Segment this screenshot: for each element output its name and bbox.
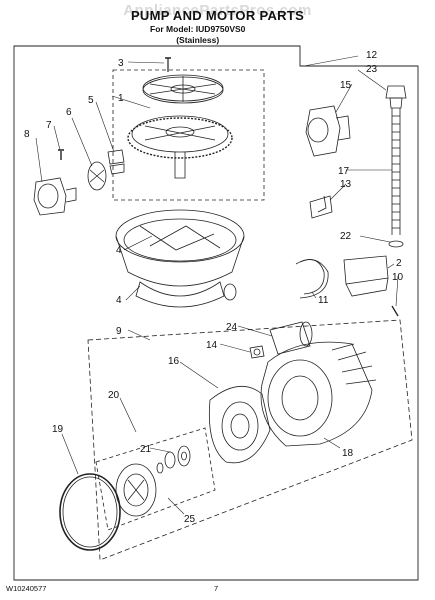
callout-22: 22 (340, 231, 352, 242)
document-code: W10240577 (6, 584, 47, 593)
small-screw-part (58, 149, 64, 160)
callout-4-lower: 4 (116, 295, 122, 306)
chopper-part (87, 161, 107, 191)
callout-14: 14 (206, 340, 218, 351)
callout-23: 23 (366, 64, 378, 75)
cover-bracket-part (343, 255, 389, 297)
model-subtitle: For Model: IUD9750VS0 (Stainless) (150, 24, 245, 46)
callout-8: 8 (24, 129, 30, 140)
bearing-part (164, 445, 191, 469)
callout-25: 25 (184, 514, 196, 525)
filter-cover-part (142, 74, 224, 104)
bracket-part (309, 195, 333, 219)
finish-line: (Stainless) (176, 35, 220, 45)
motor-dashed-box (87, 319, 413, 561)
callout-15: 15 (340, 80, 352, 91)
callout-24: 24 (226, 322, 238, 333)
callout-9: 9 (116, 326, 122, 337)
callout-16: 16 (168, 356, 180, 367)
washer-part (156, 462, 164, 474)
gear-filter-part (127, 115, 233, 179)
hose-fitting-part (385, 85, 407, 109)
leader-lines (35, 55, 399, 515)
callout-12: 12 (366, 50, 378, 61)
callout-4: 4 (116, 245, 122, 256)
callout-10: 10 (392, 272, 404, 283)
callout-20: 20 (108, 390, 120, 401)
seal-ring-part (295, 259, 329, 299)
model-line: For Model: IUD9750VS0 (150, 24, 246, 34)
callout-2: 2 (396, 258, 402, 269)
bracket-screw-part (391, 305, 399, 317)
pump-housing-part (209, 386, 271, 464)
nut-part (249, 345, 265, 359)
callout-17: 17 (338, 166, 350, 177)
gasket-ring-part (59, 473, 121, 551)
callout-21: 21 (140, 444, 152, 455)
callout-5: 5 (88, 95, 94, 106)
callout-19: 19 (52, 424, 64, 435)
callout-18: 18 (342, 448, 354, 459)
drain-pump-part (305, 105, 351, 157)
clamp-ring-part (388, 240, 404, 248)
callout-7: 7 (46, 120, 52, 131)
callout-11: 11 (318, 295, 329, 306)
callout-6: 6 (66, 107, 72, 118)
capacitor-part (269, 321, 313, 355)
outer-frame (13, 45, 419, 581)
callout-13: 13 (340, 179, 352, 190)
filter-dashed-box (112, 69, 265, 201)
screw-part (165, 57, 171, 72)
page-number: 7 (214, 584, 219, 593)
corrugated-hose-part (391, 108, 401, 235)
motor-part (260, 341, 377, 447)
page-title: PUMP AND MOTOR PARTS (130, 8, 305, 23)
impeller-dashed-box (95, 427, 216, 531)
impeller-part (115, 463, 157, 517)
callout-labels: 3 1 5 6 7 8 4 4 9 12 23 15 17 13 22 2 10… (24, 50, 404, 525)
clip-part (107, 149, 125, 175)
callout-3: 3 (118, 58, 124, 69)
callout-1: 1 (118, 93, 124, 104)
sensor-housing-part (33, 177, 77, 216)
sump-part (115, 209, 245, 308)
